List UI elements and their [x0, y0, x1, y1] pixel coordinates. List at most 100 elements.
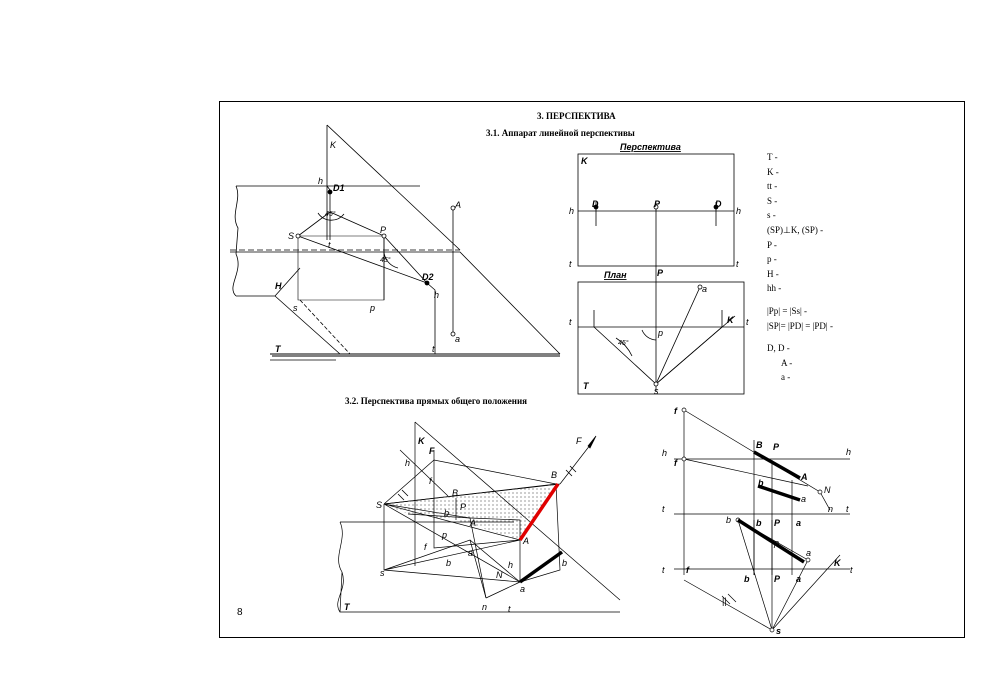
fig4-label-t-left: t: [662, 504, 665, 514]
fig3-label-S: S: [376, 500, 382, 510]
fig1-label-angle45b: 45°: [380, 256, 391, 264]
fig4-label-Ak: A: [800, 472, 808, 482]
legend-item: D, D -: [767, 343, 790, 354]
fig4-label-bk2: b: [756, 518, 762, 528]
legend-item: H -: [767, 268, 779, 279]
fig4-label-BP: B: [756, 440, 763, 450]
fig3-label-fk: f: [429, 476, 433, 486]
legend-item: s -: [767, 210, 776, 221]
fig2-label-angle45: 45°: [618, 339, 629, 347]
fig3-label-Ak: A: [469, 518, 476, 528]
fig2-label-Pp: P: [657, 268, 664, 278]
fig4-segment-BA: [753, 450, 801, 480]
fig4-label-t-r2: t: [850, 565, 853, 575]
fig1-label-s: s: [293, 303, 298, 313]
fig2-label-s: s: [654, 386, 659, 396]
figure-line-perspective-construction: [674, 407, 850, 633]
fig3-label-h: h: [405, 458, 410, 468]
fig2-label-T: T: [583, 381, 590, 391]
fig2-label-K: K: [581, 156, 589, 166]
fig4-label-bkb: b: [744, 574, 750, 584]
legend-item: (SP)⊥K, (SP) -: [767, 224, 824, 235]
fig4-label-n: n: [828, 504, 833, 514]
fig4-label-bk: b: [758, 478, 764, 488]
fig4-label-h-right: h: [846, 447, 851, 457]
fig3-label-FK: F: [429, 446, 435, 456]
fig4-label-p2: p: [773, 538, 779, 548]
fig1-label-D1: D1: [333, 183, 345, 193]
fig3-label-F: F: [576, 436, 582, 446]
fig2-label-a: a: [702, 284, 707, 294]
fig4-label-ak2: a: [796, 518, 801, 528]
fig4-label-ak: a: [801, 494, 806, 504]
page-number: 8: [237, 607, 243, 618]
fig4-label-pb: P: [774, 574, 781, 584]
fig3-label-b2: b: [446, 558, 451, 568]
fig3-label-K: K: [418, 436, 426, 446]
fig1-label-t-bottom: t: [432, 344, 435, 354]
legend-item: tt -: [767, 181, 778, 192]
fig3-label-b: b: [562, 558, 567, 568]
fig1-label-t: t: [328, 240, 331, 250]
fig4-label-fk-top: f: [674, 406, 678, 416]
fig3-label-Bk: B: [452, 488, 458, 498]
fig4-label-t-l2: t: [662, 565, 665, 575]
fig3-label-ak: a: [468, 548, 473, 558]
fig3-label-s: s: [380, 568, 385, 578]
drawing-sheet-frame: [219, 101, 965, 638]
fig4-label-b: b: [726, 515, 731, 525]
fig3-label-t: t: [508, 604, 511, 614]
legend-item: K -: [767, 166, 779, 177]
fig3-label-h2: h: [508, 560, 513, 570]
fig3-label-n: n: [482, 602, 487, 612]
fig4-label-t-right: t: [846, 504, 849, 514]
fig1-label-H: H: [275, 281, 282, 291]
fig1-label-A: A: [454, 200, 461, 210]
fig4-label-a: a: [806, 548, 811, 558]
fig2-label-p: p: [657, 328, 663, 338]
fig4-segment-ba: [757, 484, 801, 502]
legend-item: A -: [781, 357, 793, 368]
fig1-label-p: p: [369, 303, 375, 313]
fig3-label-P: P: [460, 502, 466, 512]
fig1-label-P: P: [380, 225, 386, 235]
fig4-label-N: N: [824, 485, 831, 495]
fig3-label-fkk: f: [424, 542, 428, 552]
fig3-segment-ab-projection: [518, 550, 564, 584]
fig3-label-bk: b: [444, 508, 449, 518]
figure-perspective-apparatus: [230, 124, 561, 361]
fig1-label-D2: D2: [422, 272, 434, 282]
fig4-label-h-left: h: [662, 448, 667, 458]
fig3-label-B: B: [551, 470, 557, 480]
fig2-label-t-plan-left: t: [569, 317, 572, 327]
fig3-label-T: T: [344, 602, 351, 612]
fig3-label-N: N: [496, 570, 503, 580]
fig2-label-K-plan: K: [727, 315, 735, 325]
legend-item: hh -: [767, 283, 782, 294]
main-title: 3. ПЕРСПЕКТИВА: [537, 111, 616, 121]
legend-item: S -: [767, 195, 778, 206]
fig1-label-K: K: [330, 140, 337, 150]
fig2-label-t-left: t: [569, 259, 572, 269]
fig3-label-A: A: [522, 536, 529, 546]
legend-item: |SP|= |PD| = |PD| -: [767, 320, 833, 331]
legend-item: p -: [767, 254, 777, 265]
fig2-label-t-plan-right: t: [746, 317, 749, 327]
fig2-label-P: P: [654, 199, 661, 209]
fig4-label-s: s: [776, 626, 781, 636]
fig4-label-Pk: P: [774, 518, 781, 528]
legend-item: |Pp| = |Ss| -: [767, 305, 808, 316]
fig3-label-a: a: [520, 584, 525, 594]
fig1-label-angle45a: 45°: [325, 210, 336, 218]
fig1-label-h: h: [318, 176, 323, 186]
fig4-segment-projection: [737, 518, 805, 564]
figure-perspective-and-plan: [577, 153, 745, 395]
fig2-section-plan: План: [604, 270, 627, 280]
fig1-label-S: S: [288, 231, 294, 241]
legend-item: a -: [781, 372, 791, 383]
fig2-label-D-right: D: [715, 199, 722, 209]
fig4-label-parallel: ||: [722, 596, 727, 606]
fig4-label-f-n: f: [686, 565, 690, 575]
fig4-label-P: P: [773, 442, 780, 452]
